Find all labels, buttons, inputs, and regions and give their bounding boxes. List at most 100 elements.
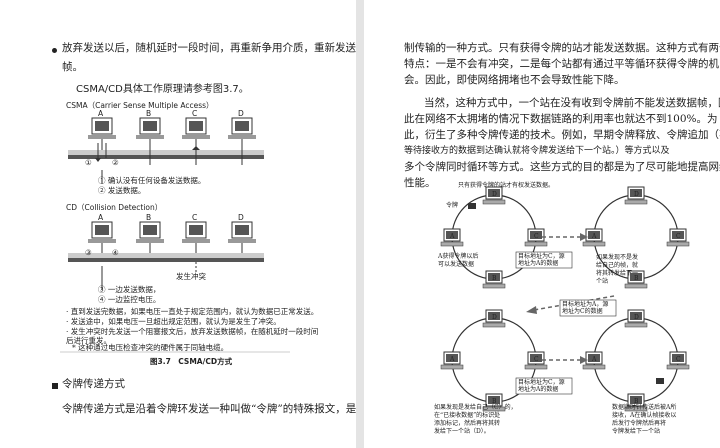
section-heading: 令牌传递方式 (62, 378, 125, 390)
token-label: 令牌 (446, 202, 459, 209)
token-ring-diagram (440, 186, 690, 412)
r3-host-a: A (450, 356, 455, 363)
csma-host-a (88, 117, 116, 150)
csma-step-1: ① (85, 158, 92, 167)
desc-line-2: · 发送途中，如果电压一旦超出规定范围，就认为是发生了冲突。 (66, 317, 281, 326)
ann-c-recv-1: 如果发现是发给自己（C）的， (434, 404, 517, 411)
ann-a-back-4: 令牌发给下一个站 (612, 428, 661, 435)
section-marker (52, 383, 58, 389)
csma-title: CSMA（Carrier Sense Multiple Access） (66, 101, 214, 110)
ann-c-recv-2: 在“已接收数据”的标识处 (434, 412, 501, 419)
cd-step-4: ④ (112, 248, 119, 257)
ann-a-sends-2: 可以发送数据 (438, 261, 475, 268)
cd-host-b (136, 221, 164, 253)
csma-host-label-a: A (98, 109, 104, 118)
r4-host-d: D (634, 314, 639, 321)
ann-pass-3: 将其转发给下一 (596, 270, 639, 277)
ann-pass-4: 个站 (596, 278, 609, 285)
para2-line-5: 多个令牌同时循环等方式。这些方式的目的都是为了尽可能地提高网络 (404, 161, 720, 173)
cd-host-label-b: B (146, 213, 152, 222)
csma-bus (68, 150, 264, 159)
bullet-text-line2: 帧。 (62, 61, 83, 73)
r2-host-b: B (634, 275, 639, 282)
para2-line-2: 此在网络不太拥堵的情况下数据链路的利用率也就达不到100%。为 (404, 113, 718, 125)
r3-host-b: B (492, 398, 497, 405)
token-figure-title: 只有获得令牌的站才有权发送数据。 (458, 182, 555, 189)
para1-line-2: 特点：一是不会有冲突，二是每个站都有通过平等循环获得令牌的机 (404, 58, 719, 70)
ring-4 (582, 309, 690, 412)
para2-line-3: 此，衍生了多种令牌传递的技术。例如，早期令牌释放、令牌追加（不 (404, 129, 720, 141)
desc-line-4: 后进行重发。 (66, 336, 111, 345)
csma-host-label-d: D (238, 109, 244, 118)
r2-host-c: C (676, 233, 681, 240)
ann-pass-1: 如果发现不是发 (596, 254, 639, 261)
frame2-line-1: 目标地址为A，源 (562, 301, 609, 308)
left-page: 放弃发送以后，随机延时一段时间，再重新争用介质，重新发送 帧。 CSMA/CD具… (0, 0, 356, 448)
csma-note-1: ① 确认没有任何设备发送数据。 (98, 176, 206, 185)
csma-host-b (136, 117, 164, 150)
r1-host-b: B (492, 275, 497, 282)
r2-host-a: A (592, 233, 597, 240)
cd-note-4: ④ 一边监控电压。 (98, 295, 161, 304)
para2-line-4: 等待接收方的数据到达确认就将令牌发送给下一个站。）等方式以及 (404, 146, 670, 156)
ring-2 (582, 186, 690, 289)
r2-host-d: D (634, 191, 639, 198)
desc-line-3: · 发生冲突时先发送一个阻塞报文后，放弃发送数据帧，在随机延时一段时间 (66, 327, 319, 336)
ann-a-back-2: 接收，A在确认帧接收以 (612, 412, 677, 419)
csma-cd-diagram (60, 117, 290, 353)
token-ring-1 (468, 203, 476, 209)
csma-host-label-b: B (146, 109, 152, 118)
r1-host-d: D (492, 191, 497, 198)
figure-caption: 图3.7 CSMA/CD方式 (150, 357, 233, 366)
desc-line-1: · 直到发送完数据，如果电压一直处于规定范围内，就认为数据已正常发送。 (66, 307, 319, 316)
token-ring-4 (656, 378, 664, 384)
r3-host-c: C (534, 356, 539, 363)
cd-bus (68, 253, 264, 272)
csma-step-2: ② (112, 158, 119, 167)
cd-host-c (182, 221, 210, 253)
bullet-text-line1: 放弃发送以后，随机延时一段时间，再重新争用介质，重新发送 (62, 42, 356, 54)
frame1-line-1: 目标地址为C，源 (518, 253, 565, 260)
frame-boxes (515, 251, 617, 395)
cd-step-3: ③ (85, 248, 92, 257)
csma-note-2: ② 发送数据。 (98, 186, 146, 195)
csma-host-label-c: C (192, 109, 198, 118)
csma-host-c (182, 117, 210, 150)
ring-1 (440, 186, 548, 289)
r4-host-a: A (592, 356, 597, 363)
cd-host-label-a: A (98, 213, 104, 222)
ann-a-sends-1: A获得令牌以后 (438, 253, 479, 260)
csma-arrows (95, 143, 243, 165)
cd-host-label-d: D (238, 213, 244, 222)
bullet-dot (52, 48, 57, 53)
ann-c-recv-4: 发给下一个站（D）。 (434, 428, 490, 435)
para1-line-1: 制传输的一种方式。只有获得令牌的站才能发送数据。这种方式有两个 (404, 42, 720, 54)
right-page: 制传输的一种方式。只有获得令牌的站才能发送数据。这种方式有两个 特点：一是不会有… (364, 0, 720, 448)
para2-line-6: 性能。 (404, 177, 436, 189)
para2-line-1: 当然，这种方式中，一个站在没有收到令牌前不能发送数据帧，因 (424, 97, 720, 109)
frame2-line-2: 地址为C的数据 (562, 308, 603, 315)
ring-3 (440, 309, 548, 412)
cd-note-3: ③ 一边发送数据， (98, 285, 161, 294)
r1-host-c: C (534, 233, 539, 240)
r3-host-d: D (492, 314, 497, 321)
ann-a-back-3: 后发行令牌然后再将 (612, 420, 667, 427)
ann-c-recv-3: 添加标记，然后再将其转 (434, 420, 501, 427)
cd-host-label-c: C (192, 213, 198, 222)
figure-reference: CSMA/CD具体工作原理请参考图3.7。 (76, 84, 249, 95)
frame3-line-2: 地址为A的数据 (518, 386, 559, 393)
flow-arrows (526, 233, 615, 364)
ann-a-back-1: 数据顺时针传送后被A所 (612, 404, 677, 411)
ann-pass-2: 给自己的帧，就 (596, 262, 639, 269)
r4-host-b: B (634, 398, 639, 405)
r1-host-a: A (450, 233, 455, 240)
csma-host-d (228, 117, 256, 150)
collision-label: 发生冲突 (176, 272, 206, 281)
body-last-line: 令牌传递方式是沿着令牌环发送一种叫做“令牌”的特殊报文，是控 (62, 403, 356, 415)
r4-host-c: C (676, 356, 681, 363)
cd-title: CD（Collision Detection） (66, 203, 163, 212)
cd-host-d (228, 221, 256, 253)
cd-host-a (88, 221, 116, 253)
footnote: * 这种通过电压检查冲突的硬件属于同轴电缆。 (72, 343, 229, 352)
frame1-line-2: 地址为A的数据 (518, 260, 559, 267)
